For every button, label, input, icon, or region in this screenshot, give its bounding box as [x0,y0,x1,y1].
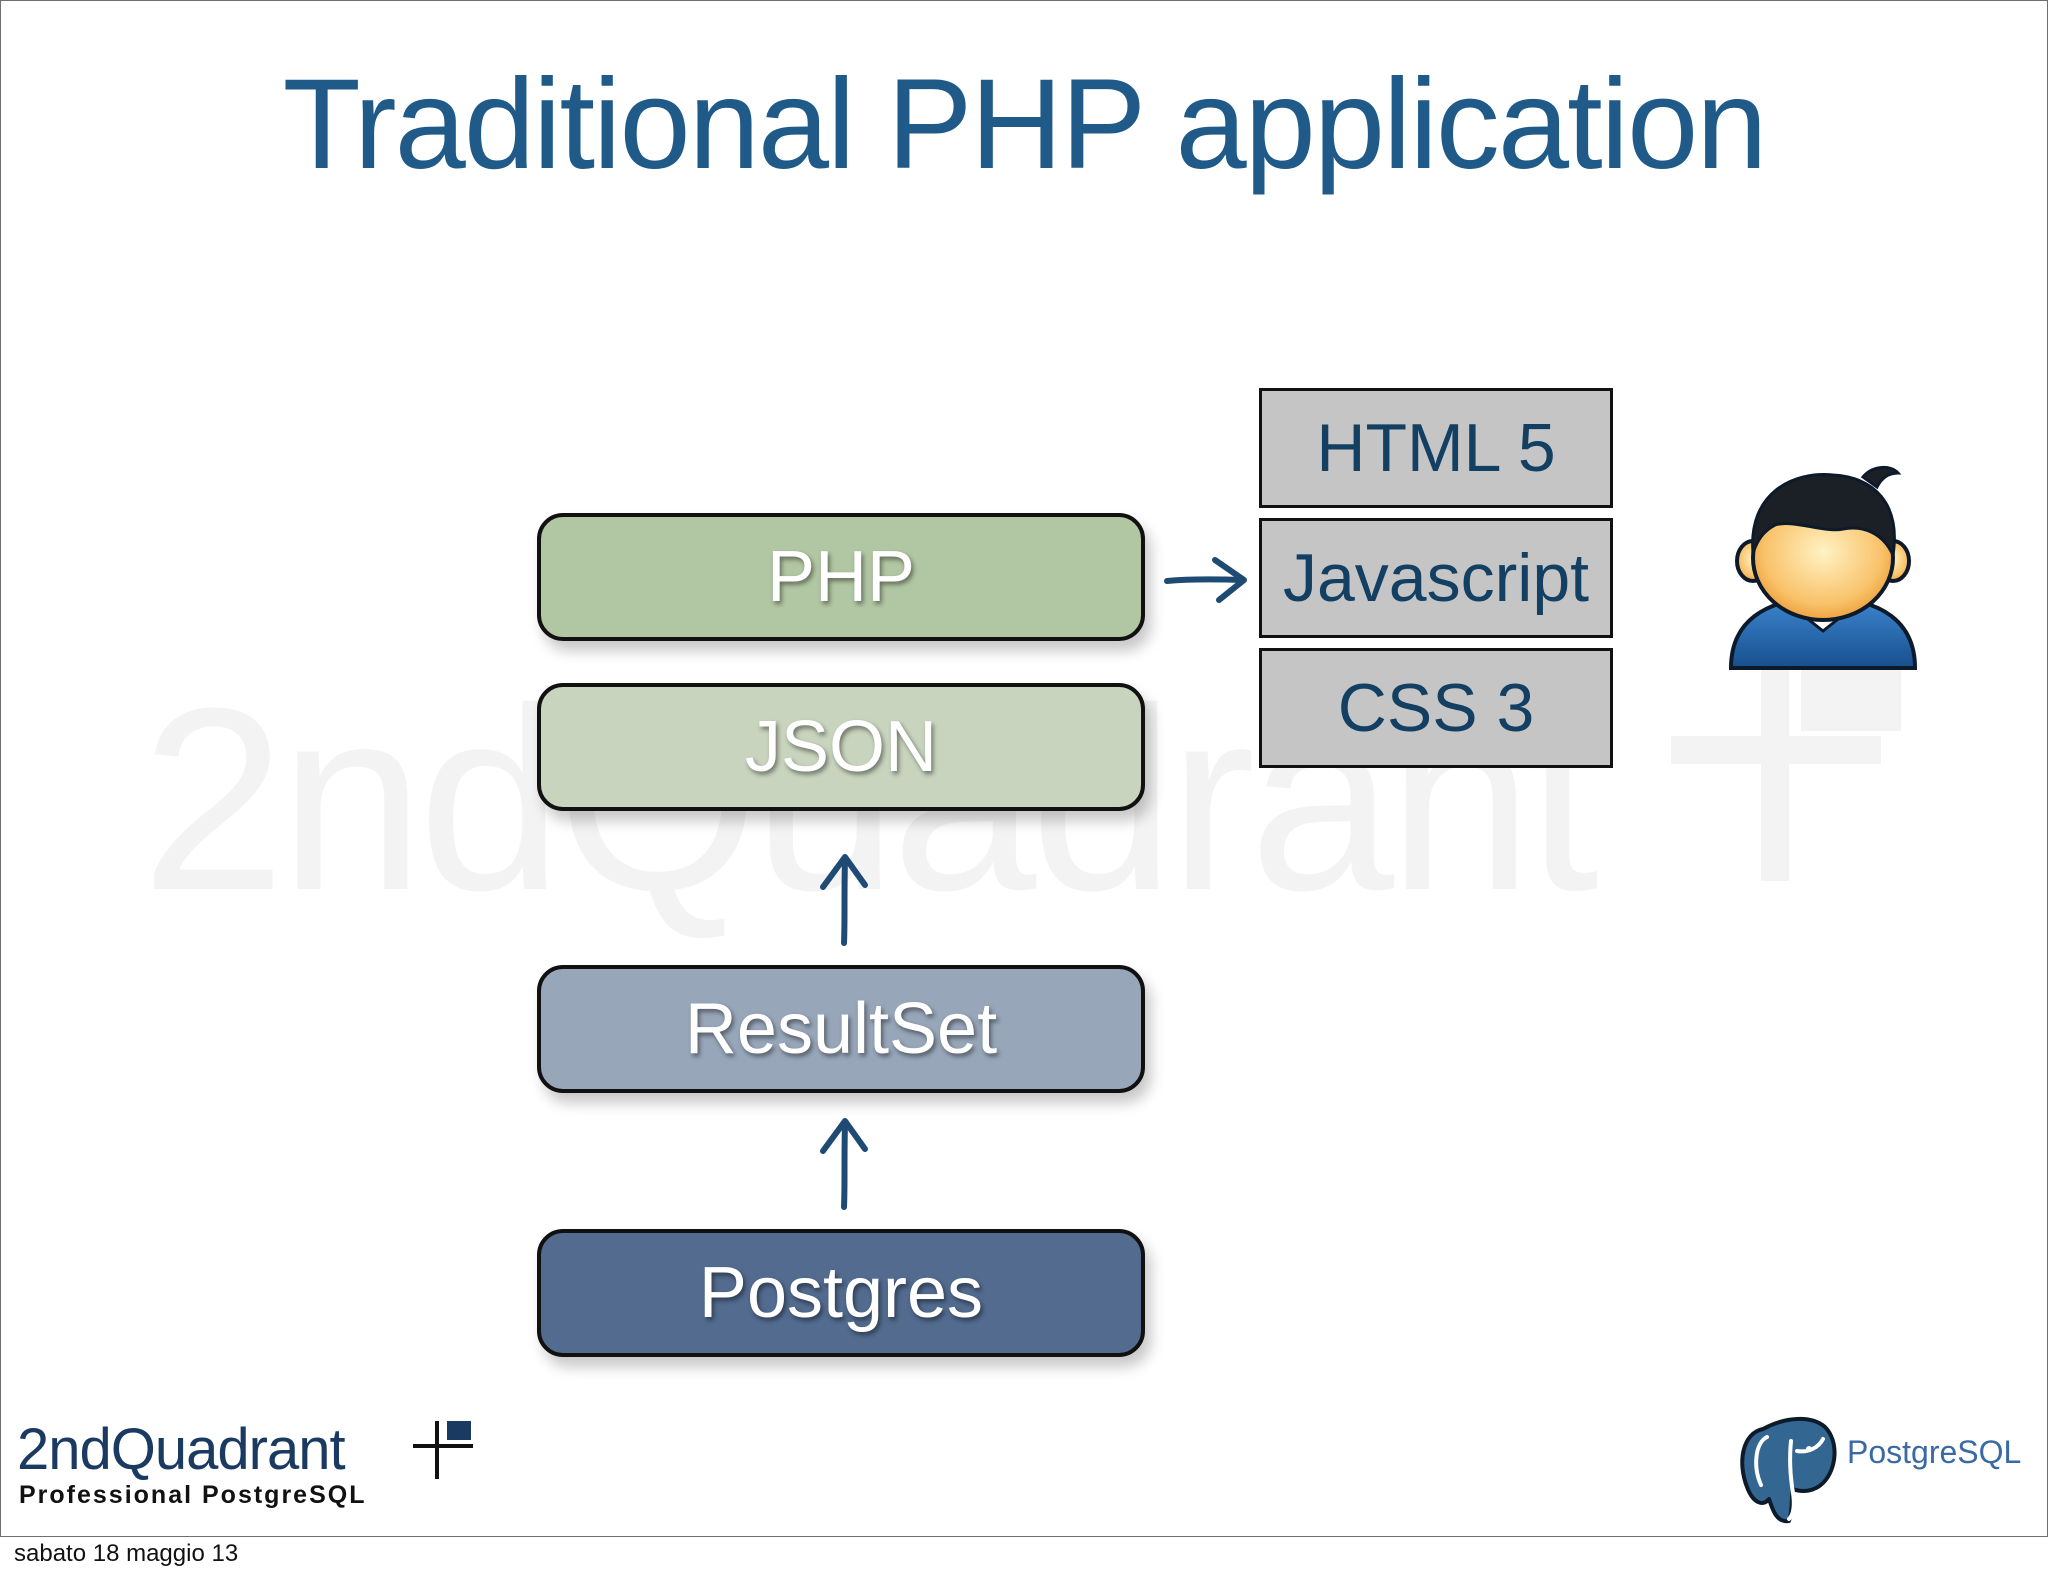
arrow-up-icon [820,1118,868,1210]
postgresql-wordmark: PostgreSQL [1847,1434,2022,1470]
slide-title: Traditional PHP application [282,53,1768,196]
arrow-up-icon [820,854,868,946]
arrow-right-icon [1164,557,1247,603]
footer-date: sabato 18 maggio 13 [14,1540,239,1567]
postgresql-elephant-icon [1740,1416,1837,1524]
postgres-layer: Postgres [537,1229,1145,1357]
logo-company-tagline: Professional PostgreSQL [19,1481,367,1509]
2ndquadrant-logo: 2ndQuadrant Professional PostgreSQL [17,1417,473,1510]
php-layer: PHP [537,513,1145,641]
css3-box: CSS 3 [1259,648,1613,768]
watermark-plus-horizontal [1671,736,1881,764]
watermark-plus-vertical [1761,651,1789,881]
user-icon [1728,466,1918,670]
slide: 2ndQuadrant Traditional PHP application … [0,0,2048,1537]
html5-box: HTML 5 [1259,388,1613,508]
quadrant-plus-icon [413,1421,473,1479]
logo-company-name: 2ndQuadrant [17,1417,346,1482]
javascript-box: Javascript [1259,518,1613,638]
resultset-layer: ResultSet [537,965,1145,1093]
json-layer: JSON [537,683,1145,811]
